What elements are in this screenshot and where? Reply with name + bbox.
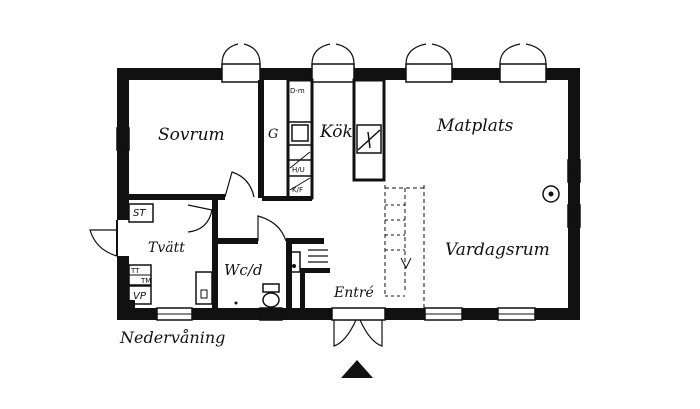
toilet-icon [262, 283, 280, 308]
windows-bottom [156, 307, 536, 321]
windows-side [116, 127, 581, 228]
room-label-tvatt: Tvätt [148, 240, 185, 256]
label-kf: K/F [292, 186, 303, 194]
room-label-wc: Wc/d [224, 261, 262, 279]
kitchen-counters [286, 78, 386, 200]
fixtures [128, 203, 328, 305]
label-vp: VP [133, 291, 147, 302]
chimney-icon [542, 185, 560, 203]
floor-label: Nedervåning [119, 328, 225, 347]
label-hu: H/U [292, 166, 305, 174]
room-label-sovrum: Sovrum [158, 125, 225, 145]
label-tt: TT [130, 267, 140, 275]
label-g: G [268, 127, 278, 142]
room-label-entre: Entré [333, 285, 374, 301]
room-label-matplats: Matplats [436, 116, 514, 136]
north-arrow-icon [341, 360, 373, 378]
outer-walls [117, 68, 580, 320]
windows-top [221, 43, 547, 83]
label-tm: TM [140, 277, 151, 285]
room-label-vardagsrum: Vardagsrum [445, 240, 550, 260]
staircase [384, 185, 425, 308]
room-label-kok: Kök [319, 122, 353, 142]
doors [89, 171, 386, 347]
label-st: ST [133, 208, 146, 219]
label-dm: D-m [290, 87, 305, 95]
